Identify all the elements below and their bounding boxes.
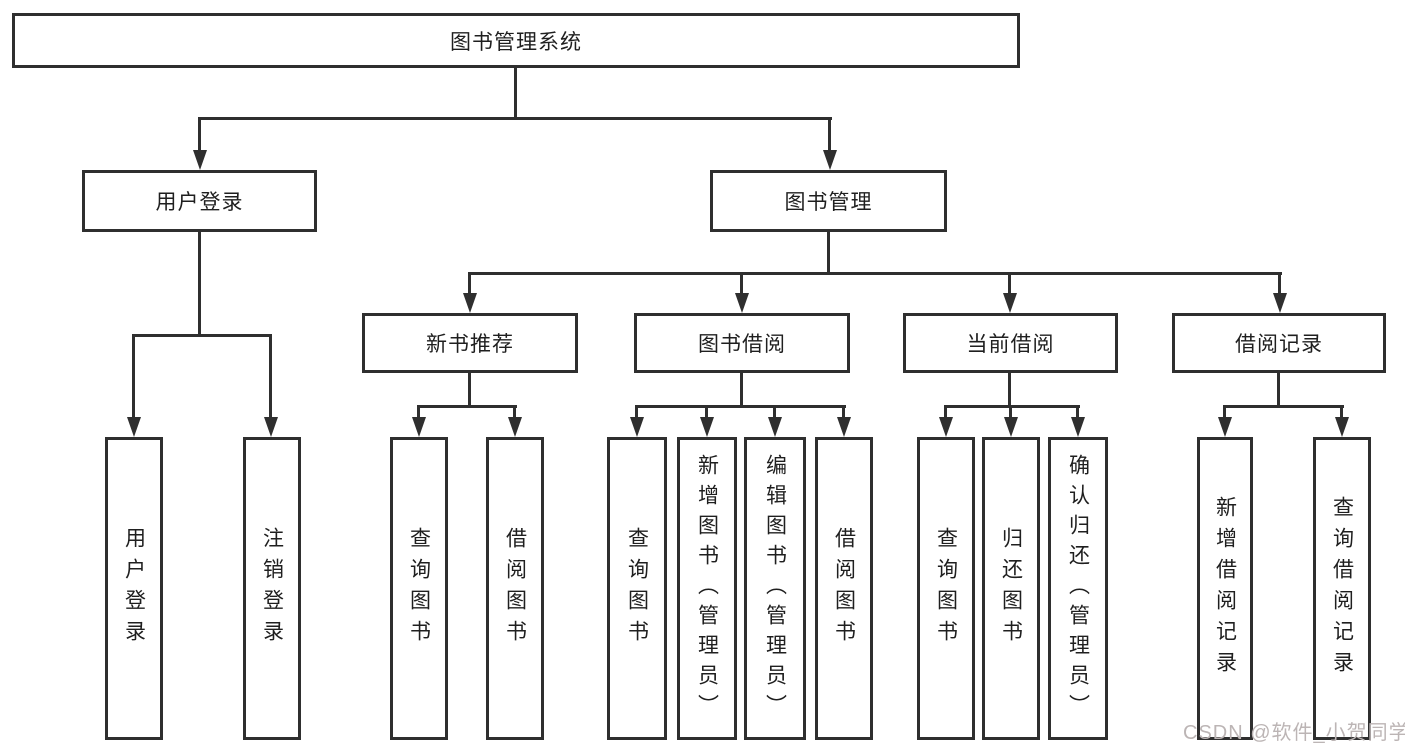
arrow-to-current-borrow xyxy=(1003,293,1017,313)
node-book-management: 图书管理 xyxy=(710,170,947,232)
leaf-return-books: 归还图书 xyxy=(982,437,1040,740)
node-root: 图书管理系统 xyxy=(12,13,1020,68)
arrow-to-new-book-recommend xyxy=(463,293,477,313)
leaf-recommend-query-books: 查询图书 xyxy=(390,437,448,740)
connector-borrow-drop-2 xyxy=(705,405,708,419)
leaf-confirm-return-admin: 确认归还（管理员） xyxy=(1048,437,1108,740)
arrow-to-user-login xyxy=(193,150,207,170)
leaf-query-borrow-record-label: 查询借阅记录 xyxy=(1330,495,1354,682)
connector-book-mgmt-drop-3 xyxy=(1008,272,1011,293)
connector-root-hline xyxy=(198,117,832,120)
leaf-user-login-label: 用户登录 xyxy=(122,526,146,651)
connector-borrow-drop-1 xyxy=(635,405,638,419)
leaf-add-book-admin-label: 新增图书（管理员） xyxy=(695,453,719,724)
leaf-logout: 注销登录 xyxy=(243,437,301,740)
connector-records-stem xyxy=(1277,373,1280,407)
connector-root-stem xyxy=(514,68,517,118)
arrow-to-leaf-logout xyxy=(264,417,278,437)
connector-records-hline xyxy=(1223,405,1344,408)
node-root-label: 图书管理系统 xyxy=(450,30,582,54)
connector-borrow-hline xyxy=(635,405,846,408)
node-borrow-records-label: 借阅记录 xyxy=(1235,333,1323,356)
leaf-borrow-query-books-label: 查询图书 xyxy=(625,526,649,651)
leaf-confirm-return-admin-label: 确认归还（管理员） xyxy=(1066,453,1090,724)
node-current-borrow: 当前借阅 xyxy=(903,313,1118,373)
arrow-current-leaf-1 xyxy=(939,417,953,437)
arrow-to-leaf-user-login xyxy=(127,417,141,437)
connector-borrow-drop-3 xyxy=(773,405,776,419)
connector-current-stem xyxy=(1008,373,1011,407)
arrow-current-leaf-3 xyxy=(1071,417,1085,437)
connector-book-mgmt-hline xyxy=(468,272,1282,275)
arrow-to-book-management xyxy=(823,150,837,170)
leaf-borrow-borrow-books: 借阅图书 xyxy=(815,437,873,740)
connector-user-login-hline xyxy=(132,334,272,337)
arrow-to-book-borrow xyxy=(735,293,749,313)
leaf-return-books-label: 归还图书 xyxy=(999,526,1023,651)
connector-user-login-drop-1 xyxy=(132,334,135,417)
connector-recommend-hline xyxy=(417,405,517,408)
leaf-borrow-query-books: 查询图书 xyxy=(607,437,667,740)
connector-current-drop-3 xyxy=(1076,405,1079,419)
node-book-borrow-label: 图书借阅 xyxy=(698,333,786,356)
leaf-add-book-admin: 新增图书（管理员） xyxy=(677,437,737,740)
connector-user-login-drop-2 xyxy=(269,334,272,417)
node-borrow-records: 借阅记录 xyxy=(1172,313,1386,373)
arrow-recommend-leaf-2 xyxy=(508,417,522,437)
arrow-current-leaf-2 xyxy=(1004,417,1018,437)
leaf-user-login: 用户登录 xyxy=(105,437,163,740)
arrow-borrow-leaf-4 xyxy=(837,417,851,437)
connector-current-hline xyxy=(944,405,1080,408)
connector-root-drop-right xyxy=(828,117,831,150)
leaf-add-borrow-record-label: 新增借阅记录 xyxy=(1213,495,1237,682)
connector-current-drop-1 xyxy=(944,405,947,419)
node-user-login: 用户登录 xyxy=(82,170,317,232)
connector-book-mgmt-stem xyxy=(827,232,830,274)
arrow-borrow-leaf-3 xyxy=(768,417,782,437)
leaf-logout-label: 注销登录 xyxy=(260,526,284,651)
connector-current-drop-2 xyxy=(1009,405,1012,419)
connector-book-mgmt-drop-4 xyxy=(1278,272,1281,293)
connector-recommend-drop-1 xyxy=(417,405,420,419)
connector-records-drop-2 xyxy=(1340,405,1343,419)
node-book-borrow: 图书借阅 xyxy=(634,313,850,373)
leaf-recommend-query-books-label: 查询图书 xyxy=(407,526,431,651)
connector-root-drop-left xyxy=(198,117,201,150)
connector-book-mgmt-drop-2 xyxy=(740,272,743,293)
leaf-recommend-borrow-books-label: 借阅图书 xyxy=(503,526,527,651)
arrow-borrow-leaf-1 xyxy=(630,417,644,437)
connector-user-login-stem xyxy=(198,232,201,336)
leaf-query-borrow-record: 查询借阅记录 xyxy=(1313,437,1371,740)
arrow-borrow-leaf-2 xyxy=(700,417,714,437)
node-book-management-label: 图书管理 xyxy=(784,191,873,214)
arrow-to-borrow-records xyxy=(1273,293,1287,313)
connector-recommend-stem xyxy=(468,373,471,407)
node-new-book-recommend: 新书推荐 xyxy=(362,313,578,373)
connector-borrow-stem xyxy=(740,373,743,407)
leaf-edit-book-admin-label: 编辑图书（管理员） xyxy=(763,453,787,724)
leaf-borrow-borrow-books-label: 借阅图书 xyxy=(832,526,856,651)
node-user-login-label: 用户登录 xyxy=(155,191,244,214)
leaf-current-query-books: 查询图书 xyxy=(917,437,975,740)
csdn-watermark: CSDN @软件_小贺同学 xyxy=(1183,722,1405,744)
leaf-current-query-books-label: 查询图书 xyxy=(934,526,958,651)
arrow-records-leaf-1 xyxy=(1218,417,1232,437)
node-current-borrow-label: 当前借阅 xyxy=(966,333,1055,356)
node-new-book-recommend-label: 新书推荐 xyxy=(426,333,514,356)
leaf-edit-book-admin: 编辑图书（管理员） xyxy=(744,437,806,740)
leaf-recommend-borrow-books: 借阅图书 xyxy=(486,437,544,740)
arrow-recommend-leaf-1 xyxy=(412,417,426,437)
arrow-records-leaf-2 xyxy=(1335,417,1349,437)
connector-recommend-drop-2 xyxy=(513,405,516,419)
connector-book-mgmt-drop-1 xyxy=(468,272,471,293)
connector-borrow-drop-4 xyxy=(842,405,845,419)
connector-records-drop-1 xyxy=(1223,405,1226,419)
leaf-add-borrow-record: 新增借阅记录 xyxy=(1197,437,1253,740)
